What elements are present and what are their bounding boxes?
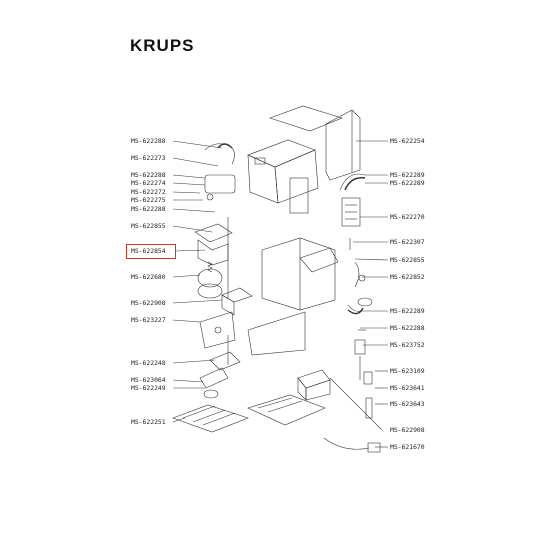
- part-label: MS-623641: [390, 384, 425, 392]
- part-label: MS-622273: [131, 154, 166, 162]
- part-label: MS-623643: [390, 400, 425, 408]
- part-label: MS-622288: [131, 205, 166, 213]
- part-label: MS-622248: [131, 359, 166, 367]
- part-label: MS-622855: [131, 222, 166, 230]
- part-label: MS-622289: [390, 171, 425, 179]
- part-label-highlighted: MS-622854: [131, 247, 166, 255]
- highlighted-part-box: [126, 244, 176, 259]
- part-label: MS-622270: [390, 213, 425, 221]
- part-label: MS-622275: [131, 196, 166, 204]
- part-label: MS-623064: [131, 376, 166, 384]
- part-label: MS-622251: [131, 418, 166, 426]
- part-label: MS-622249: [131, 384, 166, 392]
- part-label: MS-622908: [131, 299, 166, 307]
- part-label: MS-621670: [390, 443, 425, 451]
- part-label: MS-622274: [131, 179, 166, 187]
- part-label: MS-622254: [390, 137, 425, 145]
- part-label: MS-622272: [131, 188, 166, 196]
- part-label: MS-622908: [390, 426, 425, 434]
- part-label: MS-622855: [390, 256, 425, 264]
- part-label: MS-622680: [131, 273, 166, 281]
- part-label: MS-622307: [390, 238, 425, 246]
- part-label: MS-623227: [131, 316, 166, 324]
- part-label: MS-622288: [390, 324, 425, 332]
- part-label: MS-623752: [390, 341, 425, 349]
- part-label: MS-622288: [131, 171, 166, 179]
- part-label: MS-622289: [390, 179, 425, 187]
- part-label: MS-622852: [390, 273, 425, 281]
- brand-logo-text: KRUPS: [130, 36, 195, 55]
- part-label: MS-622288: [131, 137, 166, 145]
- part-label: MS-623109: [390, 367, 425, 375]
- part-label: MS-622289: [390, 307, 425, 315]
